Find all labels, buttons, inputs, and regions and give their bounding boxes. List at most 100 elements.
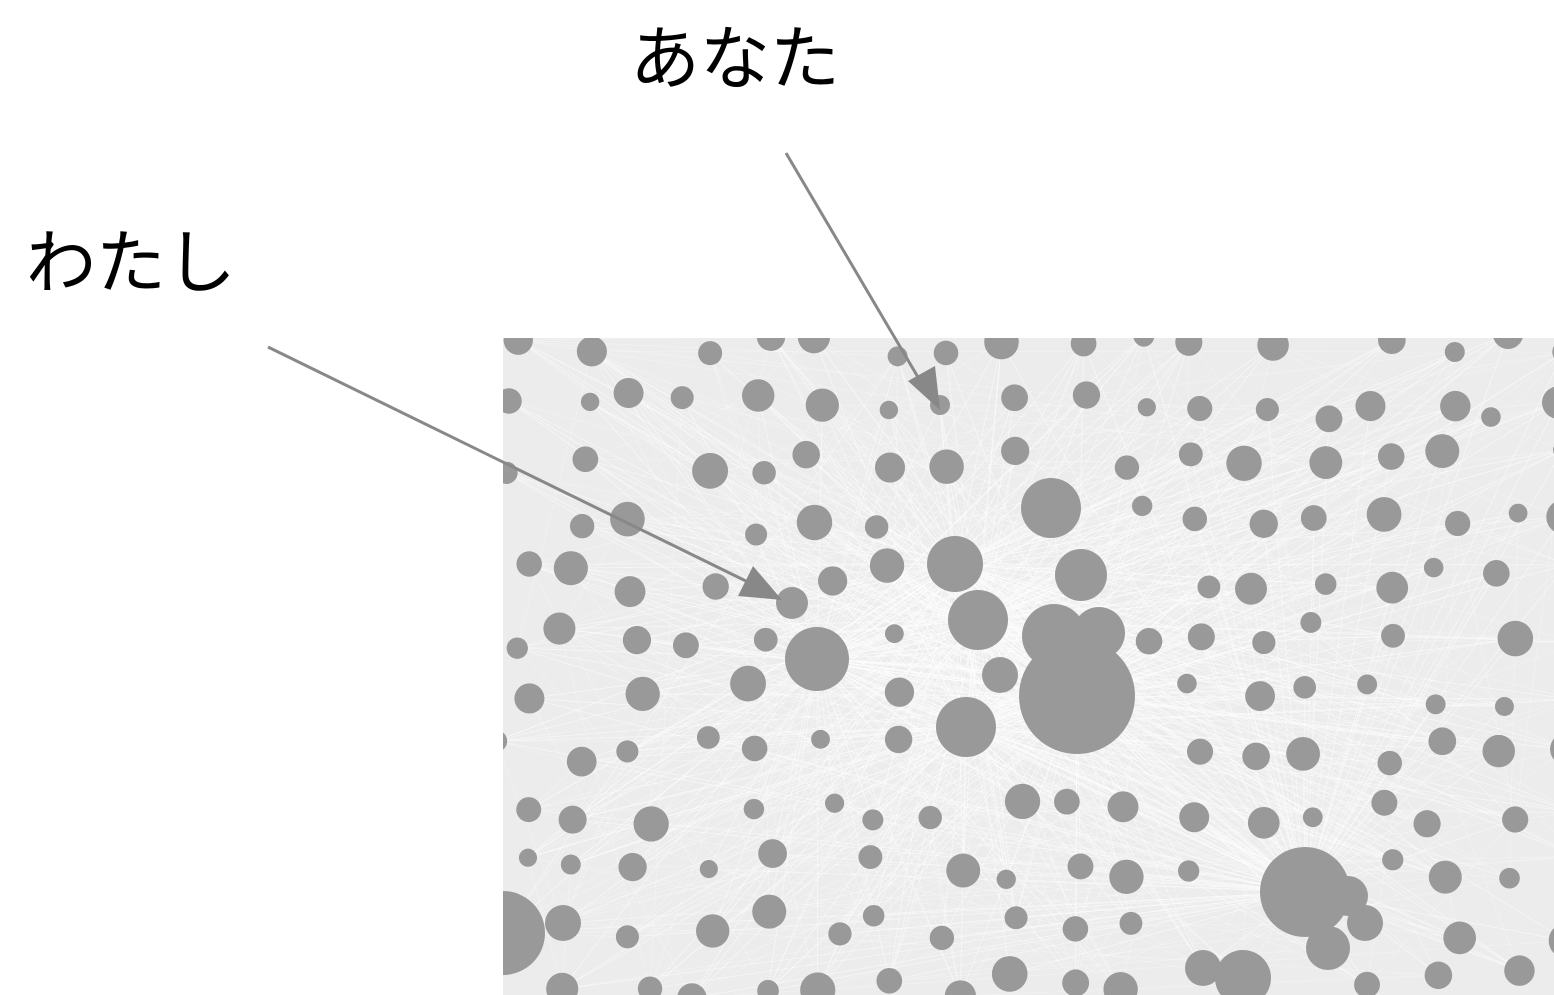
graph-edge — [1080, 751, 1554, 867]
graph-edge — [977, 462, 1326, 621]
graph-edge — [627, 518, 1209, 588]
graph-edge — [503, 356, 898, 934]
graph-edge — [572, 404, 823, 820]
graph-edge — [1190, 454, 1306, 893]
graph-node — [1182, 506, 1208, 532]
graph-node — [1445, 510, 1471, 537]
graph-node — [613, 377, 644, 408]
graph-edge — [1304, 587, 1393, 893]
graph-node — [1177, 673, 1197, 694]
graph-node — [879, 400, 899, 420]
graph-node — [797, 338, 831, 354]
graph-edge — [632, 338, 771, 868]
graph-edge — [1086, 351, 1455, 396]
graph-node — [741, 735, 768, 762]
graph-edge — [889, 891, 1306, 982]
graph-node-watashi — [776, 587, 808, 619]
graph-edge — [816, 342, 1190, 660]
graph-node — [874, 452, 906, 483]
graph-edge — [832, 580, 1007, 880]
graph-edge — [816, 406, 1148, 660]
graph-edge — [806, 406, 1147, 455]
graph-edge — [816, 518, 1195, 660]
graph-edge — [636, 639, 755, 749]
graph-node — [1197, 575, 1221, 599]
graph-edge — [627, 726, 967, 752]
graph-edge — [627, 507, 1052, 938]
graph-node — [1133, 338, 1155, 347]
graph-edge — [945, 352, 1128, 468]
graph-node — [811, 729, 830, 749]
graph-edge — [1190, 454, 1368, 685]
graph-edge — [518, 338, 702, 341]
graph-edge — [585, 458, 956, 565]
graph-edge — [977, 523, 1264, 621]
graph-edge — [562, 801, 1023, 924]
graph-edge — [1076, 567, 1554, 697]
graph-edge — [1243, 463, 1446, 878]
graph-edge — [1263, 642, 1439, 976]
graph-edge — [767, 870, 964, 991]
graph-edge — [627, 514, 1385, 752]
graph-edge — [562, 751, 628, 924]
graph-edge — [753, 750, 1499, 810]
graph-node — [1235, 572, 1267, 605]
graph-node — [1021, 478, 1081, 538]
graph-edge — [754, 563, 956, 749]
graph-edge — [839, 739, 899, 934]
graph-edge — [977, 518, 1554, 621]
graph-edge — [709, 353, 874, 916]
graph-edge — [1514, 518, 1554, 820]
graph-node — [1494, 697, 1514, 716]
graph-edge — [888, 341, 1002, 411]
graph-edge — [816, 658, 1023, 802]
graph-edge — [1304, 573, 1497, 893]
graph-edge — [977, 397, 1015, 621]
graph-edge — [562, 472, 765, 924]
graph-node — [1178, 442, 1203, 467]
graph-edge — [834, 802, 1121, 990]
graph-edge — [965, 450, 1016, 728]
graph-node — [1423, 557, 1444, 578]
graph-edge — [954, 341, 1002, 565]
graph-node — [1067, 853, 1094, 880]
graph-node — [1300, 612, 1322, 633]
graph-edge — [822, 404, 1202, 638]
graph-edge — [591, 351, 956, 565]
graph-edge — [627, 868, 710, 938]
graph-edge — [715, 356, 898, 587]
graph-edge — [1272, 344, 1371, 407]
graph-edge — [627, 891, 1306, 938]
graph-edge — [517, 647, 818, 660]
graph-node — [1314, 573, 1337, 595]
graph-node — [1377, 443, 1405, 470]
graph-edge — [632, 695, 1078, 868]
graph-edge — [529, 698, 1306, 893]
graph-node — [1186, 738, 1214, 765]
graph-edge — [1366, 819, 1516, 985]
nodes-layer — [503, 338, 1554, 995]
graph-edge — [954, 344, 1274, 565]
graph-edge — [1080, 574, 1554, 695]
graph-edge — [757, 395, 818, 660]
graph-node — [1366, 496, 1402, 532]
graph-node — [677, 983, 707, 995]
graph-edge — [960, 636, 1202, 995]
graph-node — [805, 388, 839, 422]
graph-node — [1493, 338, 1523, 349]
graph-edge — [817, 726, 967, 991]
graph-node — [1355, 391, 1386, 422]
graph-edge — [1075, 806, 1124, 983]
graph-node — [933, 340, 959, 366]
graph-node — [543, 612, 576, 645]
graph-node — [800, 972, 836, 995]
graph-edge — [528, 809, 1554, 813]
graph-edge — [561, 658, 818, 990]
graph-edge — [832, 580, 900, 693]
graph-node — [1425, 434, 1460, 469]
graph-node — [1226, 445, 1262, 482]
graph-node — [637, 976, 663, 995]
graph-edge — [1312, 750, 1499, 818]
graph-edge — [591, 351, 1264, 824]
graph-edge — [1263, 523, 1306, 893]
